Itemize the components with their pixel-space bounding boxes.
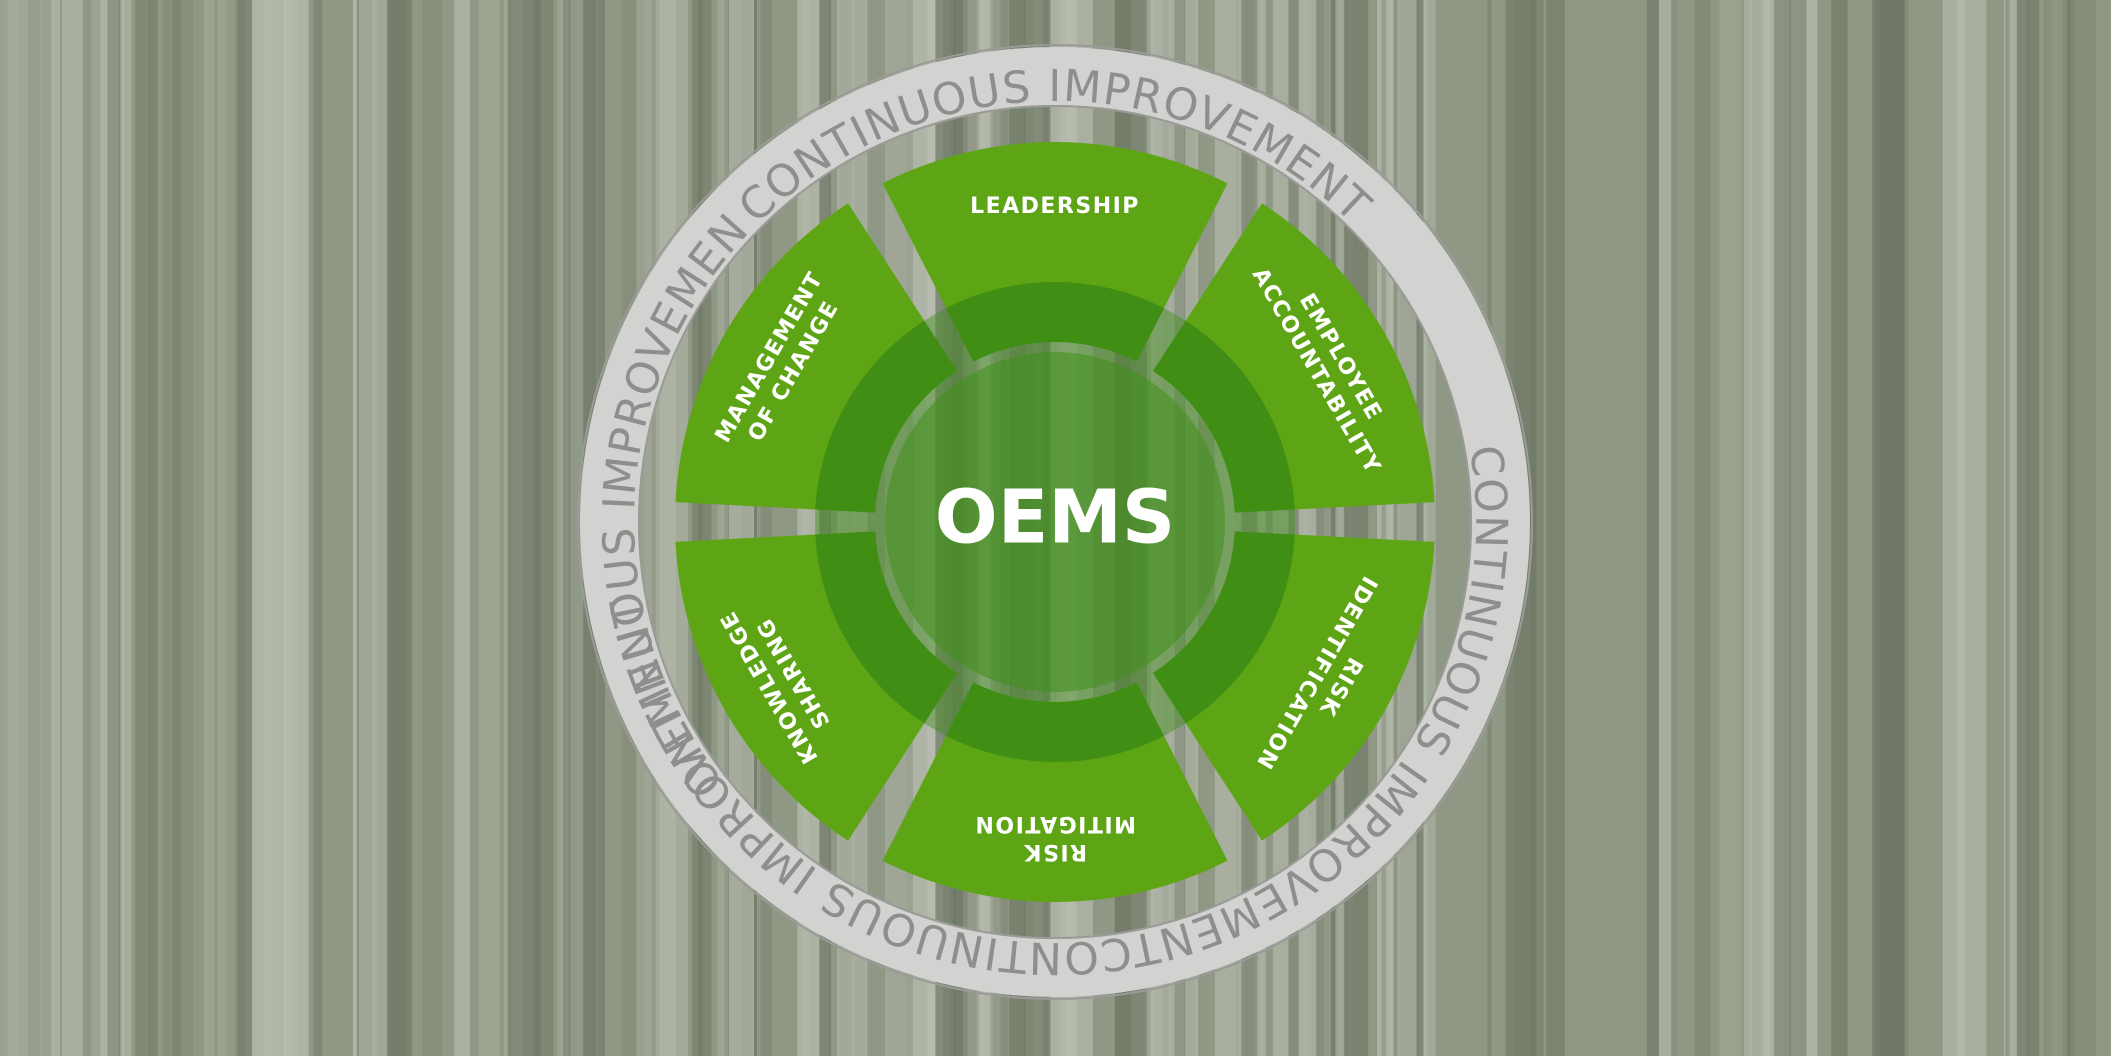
segment-inner-band-1 — [1153, 320, 1295, 513]
tree-trunk — [557, 0, 569, 1056]
tree-trunk — [2003, 0, 2017, 1056]
ring-inner-edge — [638, 105, 1472, 939]
segment-label-line: RISK — [1023, 839, 1087, 864]
tree-trunk — [1831, 0, 1848, 1056]
tree-trunk — [1546, 0, 1565, 1056]
tree-trunk — [1344, 0, 1369, 1056]
segment-inner-band-2 — [1153, 531, 1295, 724]
tree-trunk — [7, 0, 42, 1056]
tree-trunk — [388, 0, 412, 1056]
tree-trunk — [2030, 0, 2053, 1056]
tree-trunk — [51, 0, 61, 1056]
tree-trunk — [359, 0, 387, 1056]
tree-trunk — [1658, 0, 1672, 1056]
tree-trunk — [478, 0, 500, 1056]
segment-inner-band-0 — [946, 282, 1164, 362]
tree-trunk — [282, 0, 287, 1056]
tree-trunk — [62, 0, 83, 1056]
tree-trunk — [802, 0, 810, 1056]
tree-trunk — [2025, 0, 2045, 1056]
segment-inner-band-3 — [946, 682, 1164, 762]
tree-trunk — [692, 0, 712, 1056]
tree-trunk — [119, 0, 132, 1056]
tree-trunk — [1694, 0, 1711, 1056]
tree-trunk — [1257, 0, 1266, 1056]
tree-trunk — [1773, 0, 1807, 1056]
ring-band — [580, 47, 1530, 997]
tree-trunk — [1719, 0, 1742, 1056]
tree-trunk — [1880, 0, 1905, 1056]
tree-trunk — [282, 0, 309, 1056]
tree-trunk — [313, 0, 323, 1056]
tree-trunk — [523, 0, 542, 1056]
tree-trunk — [2016, 0, 2031, 1056]
tree-trunk — [107, 0, 123, 1056]
tree-trunk — [91, 0, 119, 1056]
tree-trunk — [148, 0, 158, 1056]
tree-trunk — [535, 0, 554, 1056]
tree-trunk — [1668, 0, 1677, 1056]
tree-trunk — [356, 0, 362, 1056]
segment-inner-band-4 — [815, 531, 957, 724]
tree-trunk — [2066, 0, 2071, 1056]
tree-trunk — [204, 0, 215, 1056]
tree-trunk — [0, 0, 19, 1056]
tree-trunk — [252, 0, 282, 1056]
tree-trunk — [172, 0, 181, 1056]
tree-trunk — [1942, 0, 1966, 1056]
center-label: OEMS — [935, 475, 1175, 561]
tree-trunk — [454, 0, 470, 1056]
tree-trunk — [1422, 0, 1436, 1056]
tree-trunk — [237, 0, 252, 1056]
tree-trunk — [162, 0, 194, 1056]
segment-label-line: LEADERSHIP — [970, 194, 1140, 219]
segment-label-line: MITIGATION — [974, 811, 1136, 836]
segment-label-0: LEADERSHIP — [970, 194, 1140, 219]
tree-trunk — [2062, 0, 2097, 1056]
tree-trunk — [659, 0, 688, 1056]
tree-trunk — [760, 0, 773, 1056]
ring-outer-edge — [577, 44, 1533, 1000]
tree-trunk — [28, 0, 40, 1056]
tree-trunk — [717, 0, 725, 1056]
tree-trunk — [2039, 0, 2068, 1056]
segment-label-3: RISK MITIGATION — [974, 811, 1136, 864]
tree-trunk — [226, 0, 245, 1056]
tree-trunk — [1397, 0, 1417, 1056]
tree-trunk — [40, 0, 54, 1056]
tree-trunk — [422, 0, 443, 1056]
tree-trunk — [217, 0, 236, 1056]
tree-trunk — [352, 0, 357, 1056]
tree-trunk — [1390, 0, 1400, 1056]
tree-trunk — [135, 0, 150, 1056]
segment-inner-band-5 — [815, 320, 957, 513]
center-inner-disc — [885, 352, 1225, 692]
tree-trunk — [1317, 0, 1324, 1056]
tree-trunk — [819, 0, 831, 1056]
center-group: OEMS — [815, 282, 1295, 762]
tree-trunk — [1335, 0, 1344, 1056]
tree-trunk — [507, 0, 541, 1056]
tree-trunk — [1381, 0, 1386, 1056]
tree-trunk — [2005, 0, 2010, 1056]
tree-trunk — [636, 0, 652, 1056]
segments-group: LEADERSHIPEMPLOYEEACCOUNTABILITYRISKIDEN… — [675, 141, 1435, 903]
